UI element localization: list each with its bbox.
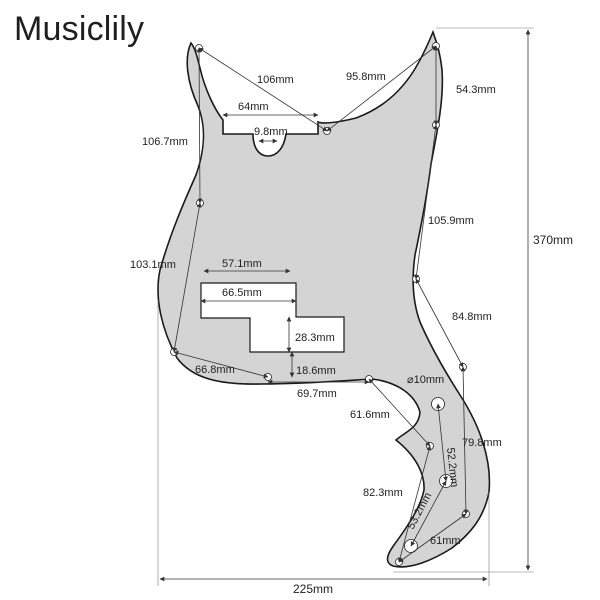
label-left-mid: 103.1mm [130,259,176,271]
label-pickup-height: 28.3mm [295,332,335,344]
label-upper-horn-side: 54.3mm [456,84,496,96]
label-tail-left: 82.3mm [363,487,403,499]
label-tail-vertical-a: 52.2mm [444,447,460,488]
label-tail-span-a: 61.6mm [350,409,390,421]
label-jack-hole: ⌀10mm [407,374,444,386]
label-overall-width: 225mm [293,582,333,596]
brand-title: Musiclily [14,10,145,48]
label-tail-right: 79.8mm [462,437,502,449]
label-left-upper: 106.7mm [142,136,188,148]
label-tail-bottom: 61mm [430,535,461,547]
label-right-lower: 84.8mm [452,311,492,323]
label-top-left-span: 106mm [257,74,294,86]
label-top-notch-width: 64mm [238,101,269,113]
label-right-mid: 105.9mm [428,215,474,227]
label-overall-height: 370mm [533,233,573,247]
dimension-lines [172,45,469,563]
label-bottom-span: 69.7mm [297,388,337,400]
label-bottom-offset: 18.6mm [296,365,336,377]
overall-dimension-guides [157,27,534,586]
label-pickup-body-width: 66.5mm [222,287,262,299]
label-bottom-left-span: 66.8mm [195,364,235,376]
label-pickup-top-width: 57.1mm [222,258,262,270]
label-top-right-span: 95.8mm [346,71,386,83]
label-neck-slot-width: 9.8mm [254,126,288,138]
